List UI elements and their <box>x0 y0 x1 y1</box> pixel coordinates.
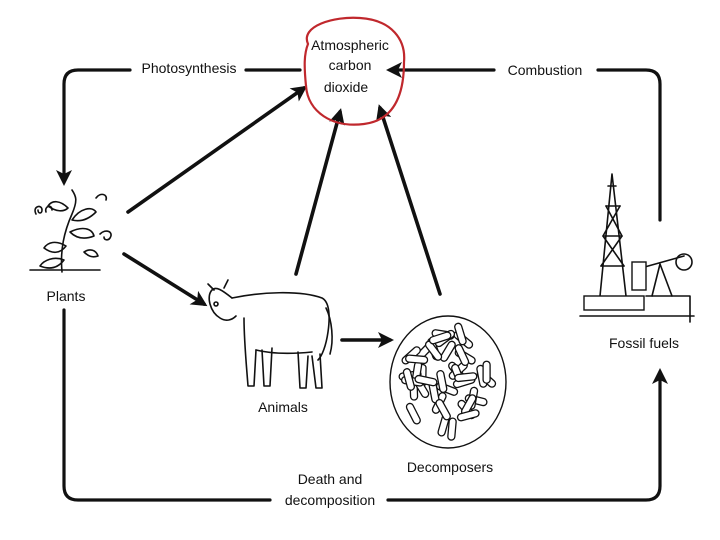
combustion-label: Combustion <box>508 62 583 78</box>
plants-label: Plants <box>47 288 86 304</box>
fossil-fuels-label: Fossil fuels <box>609 335 679 351</box>
bacterium <box>439 340 456 362</box>
photosynthesis-loop-line <box>56 68 132 186</box>
bacterium <box>435 398 451 421</box>
decomposers-label: Decomposers <box>407 459 493 475</box>
bacterium <box>447 417 457 441</box>
death-label-1: Death and <box>298 471 363 487</box>
atmosphere-label-1: Atmospheric <box>311 37 389 53</box>
bacterium <box>454 372 478 383</box>
death-loop-line-left <box>62 308 272 502</box>
bacterium <box>454 322 467 346</box>
decomposers-to-atmosphere-arrow <box>376 104 442 296</box>
highlight-circle <box>303 16 406 126</box>
animals-label: Animals <box>258 399 308 415</box>
plants-to-atmosphere-arrow <box>126 85 308 214</box>
bacterium <box>405 402 421 425</box>
oil-rig-illustration <box>579 173 695 323</box>
photosynthesis-label: Photosynthesis <box>142 60 237 76</box>
bacterium <box>436 369 448 394</box>
bacterium <box>482 360 491 384</box>
cow-illustration <box>207 279 333 389</box>
bacterium <box>424 340 443 361</box>
bacterium <box>402 368 415 391</box>
animals-to-atmosphere-arrow <box>294 108 345 276</box>
plant-illustration <box>29 189 112 273</box>
bacteria-group <box>398 322 497 441</box>
bacterium <box>414 374 438 387</box>
combustion-loop-line <box>596 68 662 222</box>
bacterium <box>405 354 429 365</box>
plants-to-animals-arrow <box>122 252 208 307</box>
death-label-2: decomposition <box>285 492 375 508</box>
death-loop-line-right <box>386 368 668 502</box>
bacterium <box>456 409 480 422</box>
atmosphere-label-2: carbon <box>329 57 372 73</box>
bacterium <box>428 331 452 345</box>
bacterium <box>454 344 470 367</box>
decomposers-illustration <box>389 315 507 449</box>
atmosphere-label-3: dioxide <box>324 79 369 95</box>
